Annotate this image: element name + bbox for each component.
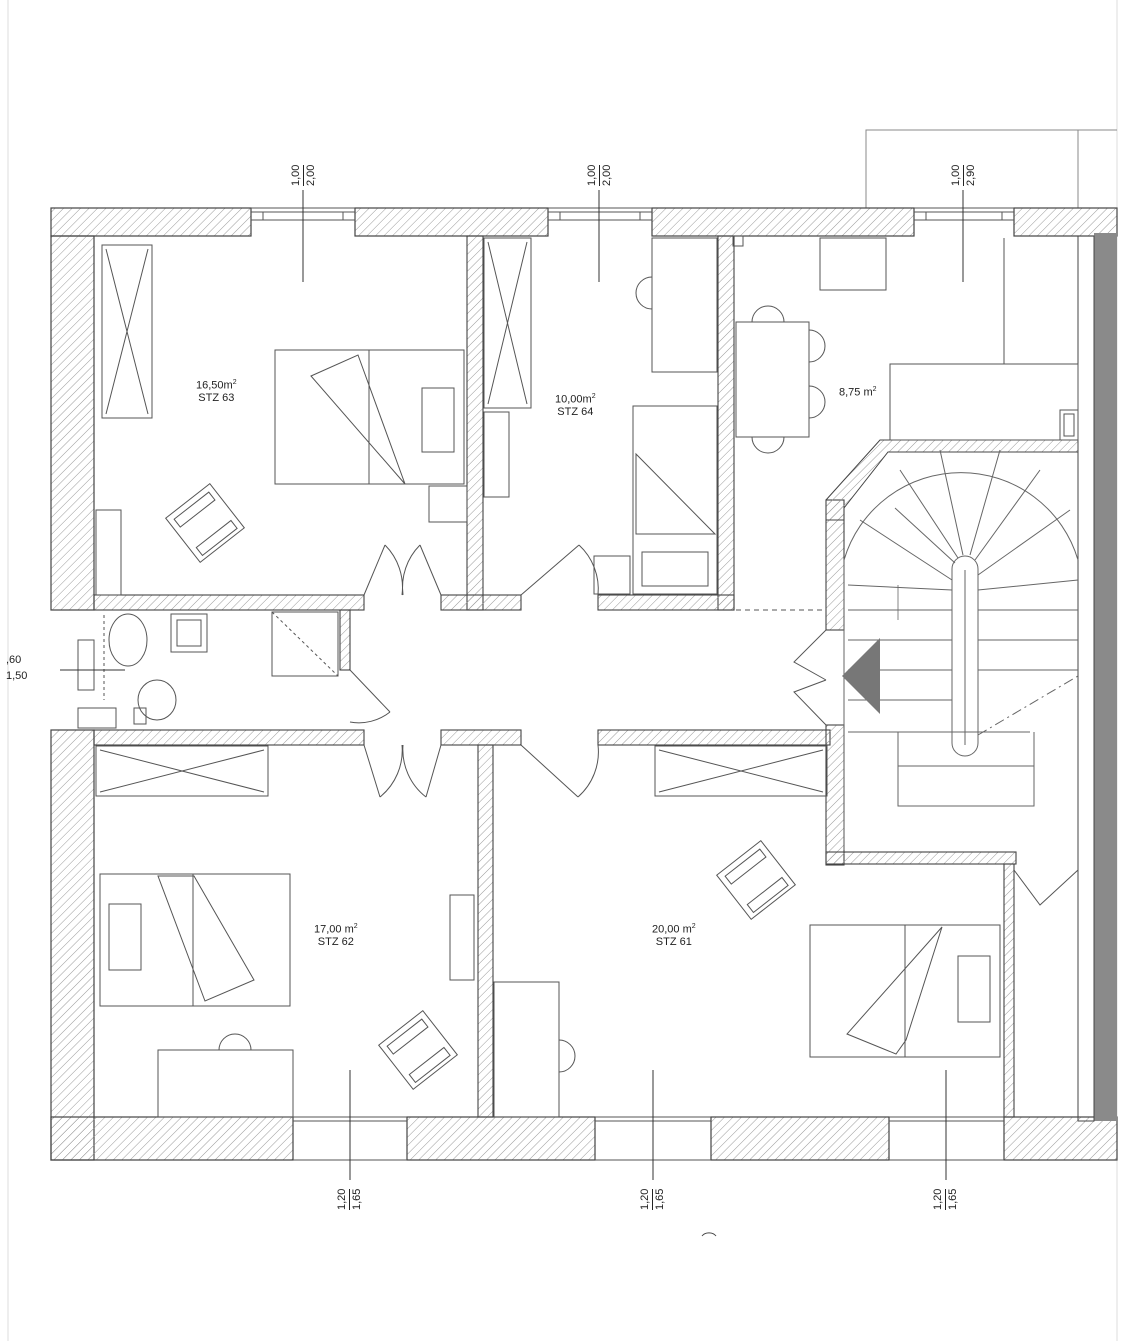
furniture [77, 235, 1079, 1118]
room-label-kitchen: 8,75 m2 [839, 384, 877, 399]
right-wall-line [1077, 235, 1095, 1122]
area-unit-exponent: 2 [353, 923, 358, 930]
area-unit-exponent: 2 [232, 379, 237, 386]
bottom-windows [293, 1116, 1004, 1161]
room-label-stz61: 20,00 m2 STZ 61 [652, 921, 696, 948]
staircase [843, 449, 1079, 850]
area-unit-exponent: 2 [872, 386, 877, 393]
area-unit-exponent: 2 [591, 393, 596, 400]
room-name: STZ 61 [655, 935, 692, 948]
room-name: STZ 63 [198, 391, 235, 404]
room-area: 8,75 m [839, 386, 873, 399]
room-name: STZ 64 [557, 405, 594, 418]
room-label-stz64: 10,00m2 STZ 64 [555, 391, 596, 418]
window-dim-left: ,60 1,50 [6, 654, 28, 682]
room-label-stz62: 17,00 m2 STZ 62 [314, 921, 358, 948]
interior-walls [93, 235, 1017, 1118]
room-area: 16,50m [196, 379, 233, 392]
balcony-outline [865, 129, 1117, 208]
area-unit-exponent: 2 [691, 923, 696, 930]
doors [349, 544, 1079, 906]
outer-walls [50, 207, 1118, 1161]
north-mark [701, 1232, 717, 1237]
stair-direction-arrow [842, 638, 880, 714]
exterior-side-bar [1094, 233, 1117, 1121]
room-area: 17,00 m [314, 923, 354, 936]
room-area: 10,00m [555, 393, 592, 406]
room-name: STZ 62 [317, 935, 354, 948]
dimension-ticks [60, 190, 964, 1180]
room-area: 20,00 m [652, 923, 692, 936]
room-label-stz63: 16,50m2 STZ 63 [196, 377, 237, 404]
stair-diagonal-wall [825, 439, 1079, 521]
